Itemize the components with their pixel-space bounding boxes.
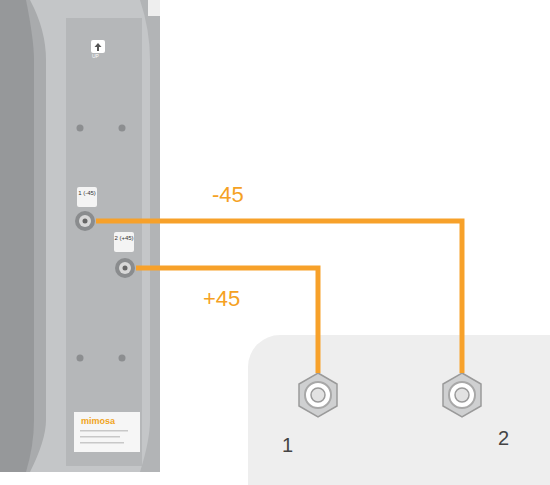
antenna-port: 2 (+45) (112, 231, 136, 281)
connector-number: 2 (498, 428, 509, 448)
port-plate (114, 232, 134, 252)
port-plate (77, 187, 97, 207)
antenna-edge (140, 0, 160, 472)
polarization-label: +45 (203, 288, 240, 310)
orientation-mark: UP (92, 54, 99, 59)
antenna-cap (148, 0, 160, 16)
up-arrow (95, 43, 102, 51)
port-connector (79, 215, 91, 227)
brand-name: mimosa (81, 417, 115, 426)
coax-cable (96, 221, 462, 373)
antenna-plate (66, 18, 142, 466)
radio-connector: 1 (276, 373, 360, 463)
antenna-body (0, 0, 160, 472)
connector-number: 1 (282, 435, 293, 455)
antenna-rail (0, 0, 34, 472)
antenna-port: 1 (-45) (72, 186, 96, 231)
port-connector (123, 266, 128, 271)
label-line (80, 430, 128, 432)
polarization-label: -45 (212, 184, 244, 206)
radio-device (248, 335, 550, 485)
antenna-face (30, 0, 160, 472)
screw (119, 125, 126, 132)
device-connector (299, 373, 337, 417)
coax-cable (136, 268, 318, 373)
port-connector (75, 211, 95, 231)
up-icon (91, 40, 105, 53)
label-line (80, 442, 124, 444)
port-connector (119, 262, 131, 274)
port-connector (115, 258, 135, 278)
label-line (80, 436, 120, 438)
device-connector (443, 373, 481, 417)
screw (77, 125, 84, 132)
port-connector (83, 219, 88, 224)
screw (119, 355, 126, 362)
product-label (74, 412, 140, 452)
radio-connector: 2 (407, 373, 517, 453)
screw (77, 355, 84, 362)
port-label: 2 (+45) (114, 235, 134, 241)
port-label: 1 (-45) (77, 190, 97, 196)
